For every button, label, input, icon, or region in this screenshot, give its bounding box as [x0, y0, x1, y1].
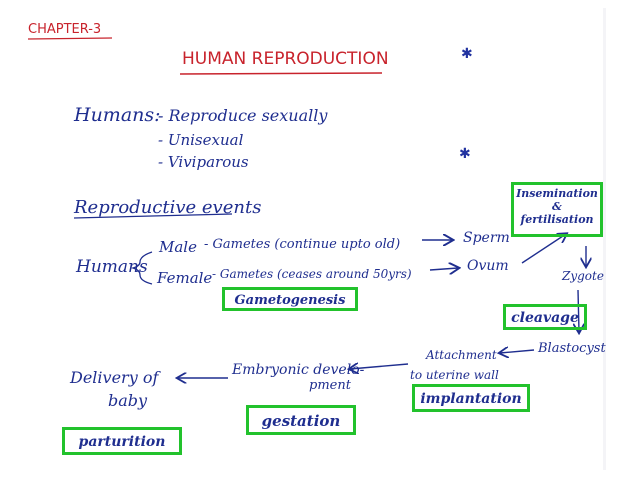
cleavage-label: cleavage	[511, 310, 579, 326]
gametogenesis-label: Gametogenesis	[234, 293, 346, 308]
gestation-box: gestation	[246, 405, 356, 435]
insemination-label: Insemination	[516, 187, 598, 200]
star-icon: ✱	[461, 46, 473, 62]
flow-zygote: Zygote	[562, 269, 604, 283]
humans-trait: - Viviparous	[158, 153, 249, 171]
title-underline	[179, 72, 383, 75]
flow-female-gametes: - Gametes (ceases around 50yrs)	[212, 267, 412, 281]
flow-embryonic-2: pment	[309, 378, 351, 393]
flow-male-gametes: - Gametes (continue upto old)	[204, 237, 401, 252]
star-icon: ✱	[459, 146, 471, 162]
flow-attachment-2: to uterine wall	[410, 368, 499, 382]
page-edge-line	[603, 8, 606, 470]
flow-female: Female	[157, 269, 213, 287]
chapter-label: CHAPTER-3	[28, 22, 102, 37]
arrow-to-blastocyst	[578, 289, 579, 332]
humans-brace	[130, 251, 153, 285]
parturition-box: parturition	[62, 427, 182, 455]
flow-blastocyst: Blastocyst	[538, 341, 606, 356]
ampersand-label: &	[552, 200, 562, 213]
cleavage-box: cleavage	[503, 304, 587, 330]
humans-trait: - Unisexual	[158, 131, 244, 149]
implantation-label: implantation	[420, 391, 522, 407]
arrow-to-embryonic	[350, 364, 409, 369]
flow-ovum: Ovum	[467, 258, 509, 274]
arrow-ovum-to-fertilisation	[521, 234, 566, 264]
gametogenesis-box: Gametogenesis	[222, 287, 358, 311]
events-underline	[73, 213, 233, 219]
flow-attachment: Attachment	[426, 348, 497, 362]
page-title: HUMAN REPRODUCTION	[182, 49, 389, 69]
humans-label: Humans:	[74, 104, 161, 126]
humans-trait: - Reproduce sexually	[158, 106, 328, 125]
flow-sperm: Sperm	[463, 230, 510, 246]
parturition-label: parturition	[78, 434, 166, 450]
fertilisation-label: fertilisation	[520, 213, 594, 226]
flow-male: Male	[159, 238, 197, 256]
flow-humans: Humans	[76, 257, 148, 277]
flow-delivery-2: baby	[108, 391, 148, 410]
flow-embryonic: Embryonic develo-	[232, 362, 365, 378]
events-heading: Reproductive events	[74, 197, 262, 218]
chapter-underline	[27, 37, 113, 40]
arrow-to-attachment	[500, 350, 535, 353]
insemination-fertilisation-box: Insemination & fertilisation	[511, 182, 603, 237]
arrow-to-ovum	[429, 268, 458, 270]
gestation-label: gestation	[261, 412, 341, 430]
implantation-box: implantation	[412, 384, 530, 412]
flow-delivery: Delivery of	[70, 368, 159, 387]
